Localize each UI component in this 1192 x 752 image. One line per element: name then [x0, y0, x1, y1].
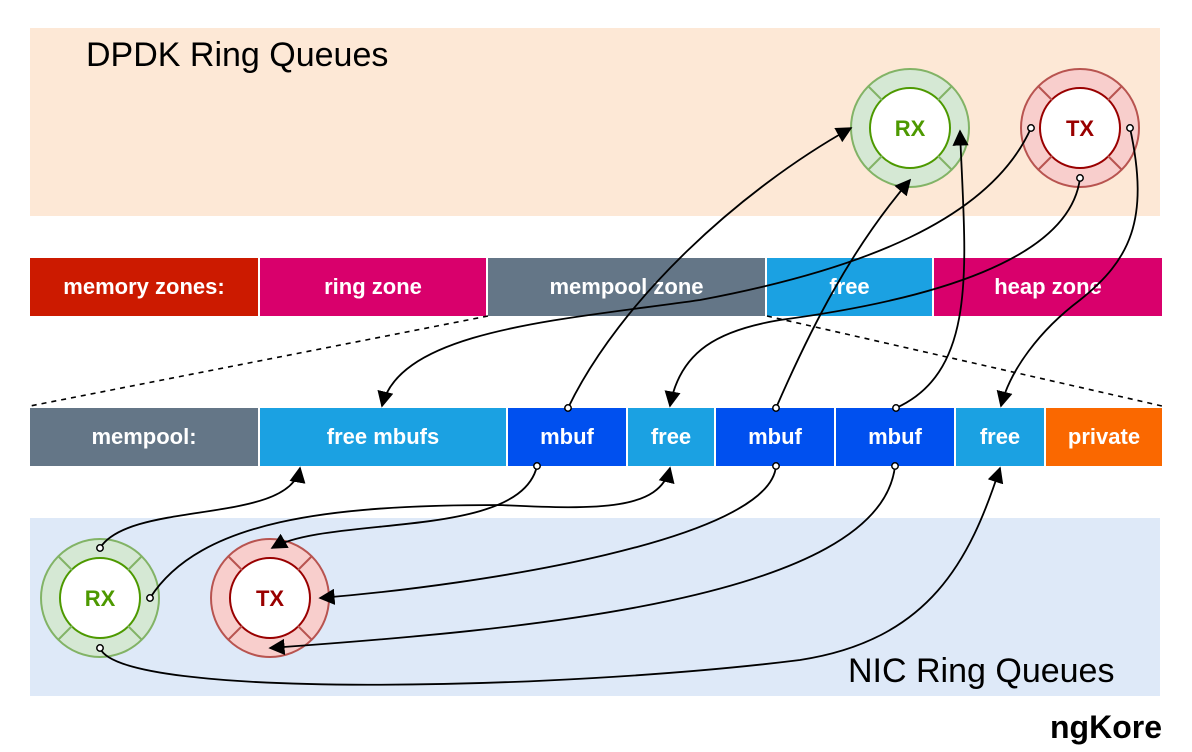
arrow-nic-rx-to-free-1	[149, 466, 675, 599]
free-segment-2: free	[956, 408, 1046, 466]
zoom-lines	[29, 315, 1163, 407]
mempool-zone-segment: mempool zone	[488, 258, 767, 316]
brand-logo-text: ngKore	[1050, 709, 1162, 745]
free-mbufs-segment: free mbufs	[260, 408, 508, 466]
dpdk-rx-label: RX	[895, 116, 926, 141]
arrow-mbuf2-to-dpdk-rx	[775, 178, 912, 409]
dpdk-panel-title: DPDK Ring Queues	[86, 36, 389, 74]
arrow-mbuf1-to-nic-tx	[270, 465, 538, 549]
ring-zone-segment: ring zone	[260, 258, 488, 316]
arrow-mbuf1-to-dpdk-rx	[567, 127, 853, 409]
memory-zones-label: memory zones:	[30, 258, 260, 316]
zoom-line-left	[29, 315, 489, 407]
mbuf-segment-2: mbuf	[716, 408, 836, 466]
arrow-dpdk-tx-to-free-2	[996, 127, 1139, 408]
mempool-label: mempool:	[30, 408, 260, 466]
arrow-mbuf3-to-nic-tx	[268, 465, 896, 656]
arrow-mbuf3-to-dpdk-rx	[895, 129, 969, 409]
zoom-line-right	[766, 315, 1163, 407]
dpdk-rx-ring: RX	[850, 68, 970, 188]
dpdk-tx-ring: TX	[1020, 68, 1140, 188]
nic-rx-label: RX	[85, 586, 116, 611]
free-segment-1: free	[628, 408, 716, 466]
mbuf-segment-3: mbuf	[836, 408, 956, 466]
heap-zone-segment: heap zone	[934, 258, 1162, 316]
nic-tx-label: TX	[256, 586, 284, 611]
private-segment: private	[1046, 408, 1162, 466]
free-zone-segment: free	[767, 258, 934, 316]
arrow-nic-rx-to-free-2	[99, 466, 1004, 686]
mbuf-segment-1: mbuf	[508, 408, 628, 466]
endpoint-dots	[96, 124, 1134, 652]
arrow-dpdk-tx-to-free-mbufs	[377, 127, 1032, 408]
nic-rx-ring: RX	[40, 538, 160, 658]
connector-arrows	[99, 127, 1139, 686]
nic-panel-title: NIC Ring Queues	[848, 652, 1115, 690]
arrow-dpdk-tx-to-free-1	[664, 177, 1081, 408]
dpdk-ring-queues-panel	[30, 28, 1160, 216]
arrow-mbuf2-to-nic-tx	[318, 465, 777, 605]
dpdk-tx-label: TX	[1066, 116, 1094, 141]
arrow-nic-rx-to-free-mbufs	[99, 466, 306, 549]
nic-tx-ring: TX	[210, 538, 330, 658]
